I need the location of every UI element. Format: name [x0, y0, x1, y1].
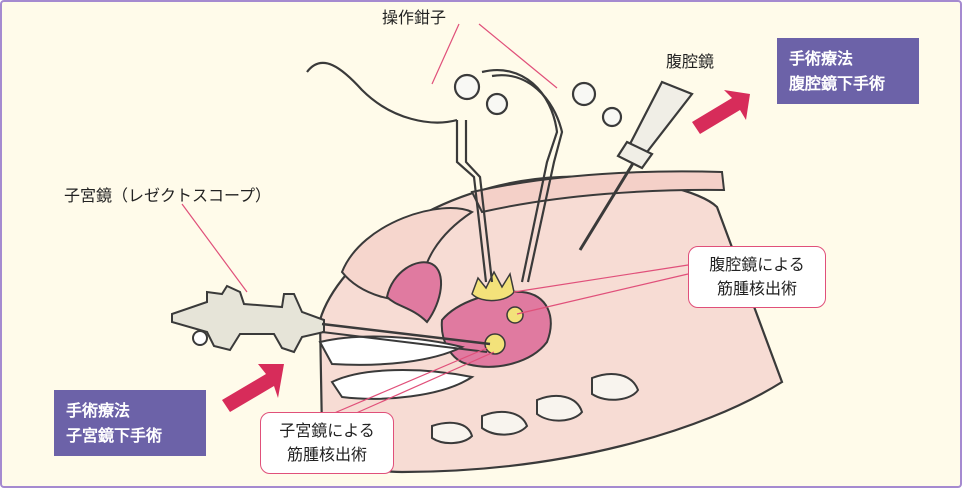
laparoscopic-enucleation-callout: 腹腔鏡による 筋腫核出術	[688, 246, 826, 308]
hysteroscopic-surgery-line1: 手術療法	[66, 398, 194, 423]
laparoscopic-surgery-line1: 手術療法	[789, 46, 907, 71]
laparoscopic-enucleation-line1: 腹腔鏡による	[697, 253, 817, 277]
hysteroscope-label: 子宮鏡（レゼクトスコープ）	[64, 182, 271, 206]
hysteroscopic-surgery-box: 手術療法 子宮鏡下手術	[54, 390, 206, 456]
hysteroscopic-enucleation-callout: 子宮鏡による 筋腫核出術	[260, 412, 394, 474]
forceps-label: 操作鉗子	[382, 4, 446, 28]
laparoscopic-arrow	[692, 90, 750, 134]
hysteroscopic-enucleation-line1: 子宮鏡による	[269, 419, 385, 443]
hysteroscopic-arrow	[222, 364, 284, 412]
fibroid-small	[507, 307, 523, 323]
hysteroscopic-enucleation-line2: 筋腫核出術	[269, 443, 385, 467]
laparoscopic-enucleation-line2: 筋腫核出術	[697, 277, 817, 301]
laparoscope-label: 腹腔鏡	[666, 48, 714, 72]
laparoscopic-surgery-box: 手術療法 腹腔鏡下手術	[777, 38, 919, 104]
laparoscopic-surgery-line2: 腹腔鏡下手術	[789, 71, 907, 96]
hysteroscopic-surgery-line2: 子宮鏡下手術	[66, 423, 194, 448]
